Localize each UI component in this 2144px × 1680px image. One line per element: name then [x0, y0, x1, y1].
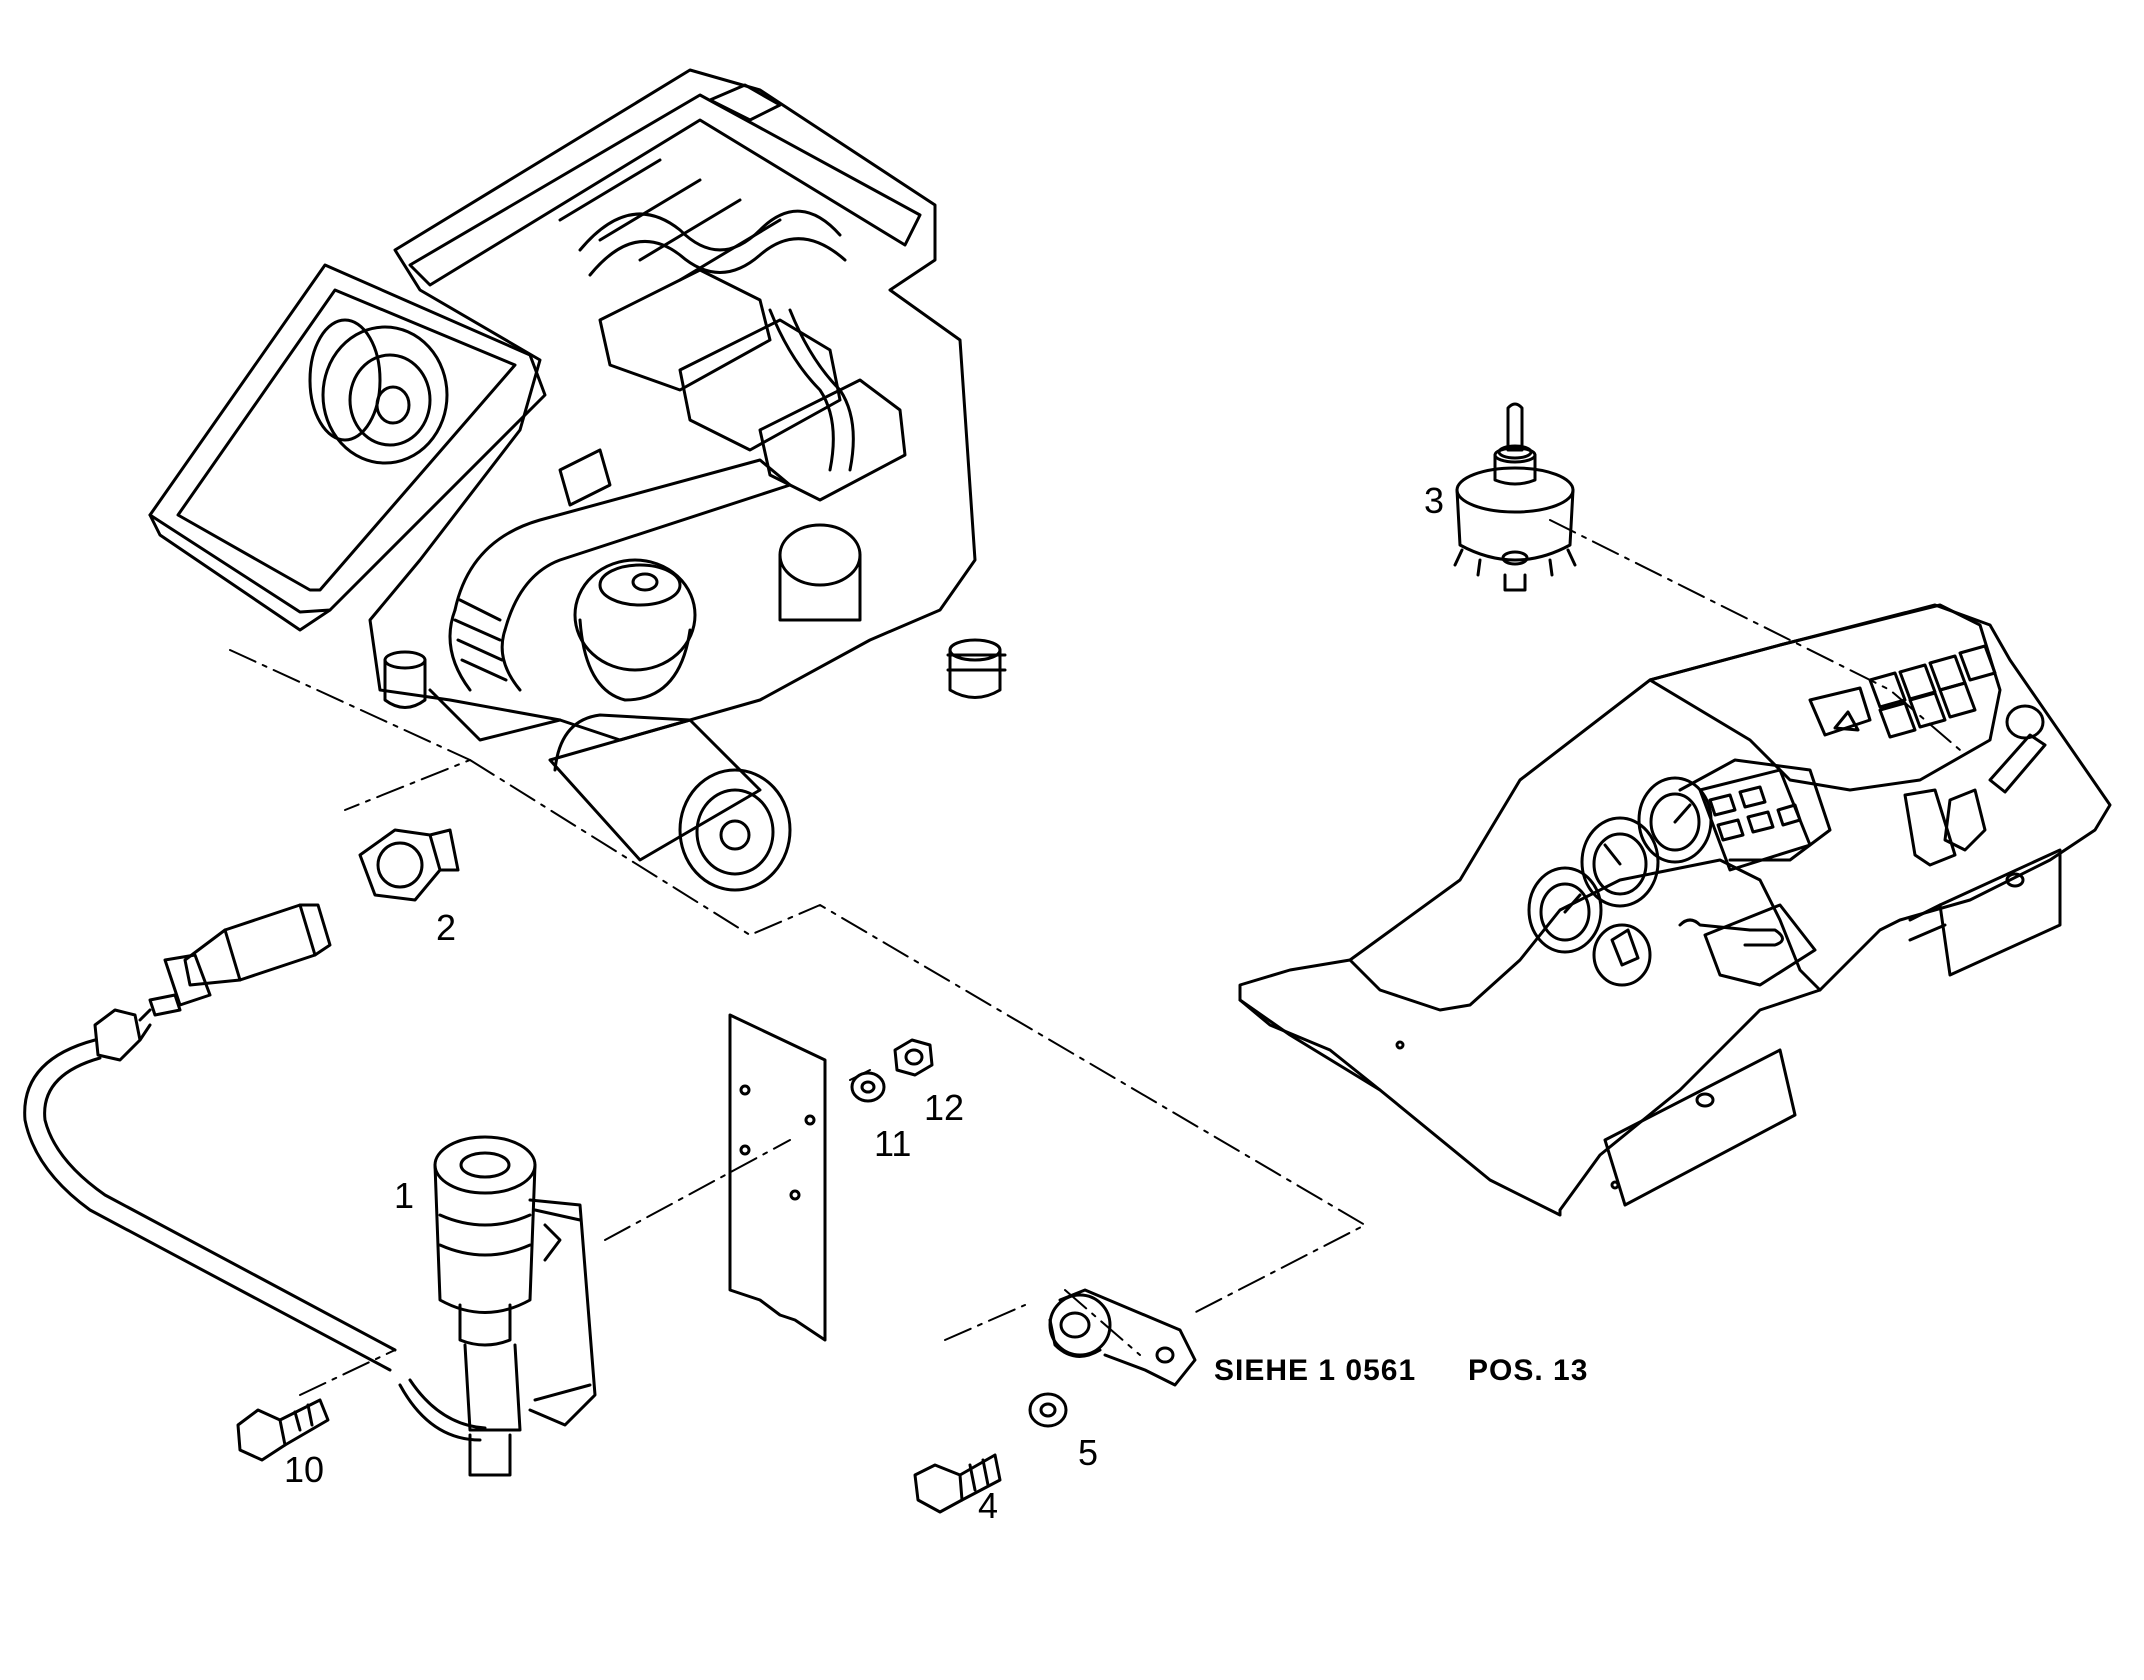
callout-4: 4 — [978, 1485, 999, 1526]
callout-3: 3 — [1424, 480, 1445, 521]
part-2-sender — [148, 828, 460, 1017]
part-10-bolt — [236, 1398, 330, 1462]
leader-lines — [229, 519, 1961, 1396]
part-1-switch — [433, 1135, 597, 1477]
reference-position: POS. 13 — [1468, 1354, 1589, 1387]
dashboard-console — [1238, 603, 2112, 1217]
part-4-5-bolt-washer — [913, 1392, 1068, 1514]
callout-5: 5 — [1078, 1432, 1099, 1473]
part-3-toggle-switch — [1453, 402, 1577, 592]
engine-assembly — [148, 68, 1007, 892]
reference-see-note: SIEHE 1 0561 — [1214, 1354, 1417, 1387]
callout-10: 10 — [284, 1449, 325, 1490]
callout-2: 2 — [436, 907, 457, 948]
mounting-plate — [728, 1013, 827, 1342]
callout-1: 1 — [394, 1175, 415, 1216]
pressure-line — [23, 1008, 487, 1442]
callout-12: 12 — [924, 1087, 965, 1128]
callout-11: 11 — [874, 1123, 912, 1164]
part-11-12-washer-nut — [850, 1038, 934, 1103]
connector-bracket — [1048, 1288, 1197, 1387]
